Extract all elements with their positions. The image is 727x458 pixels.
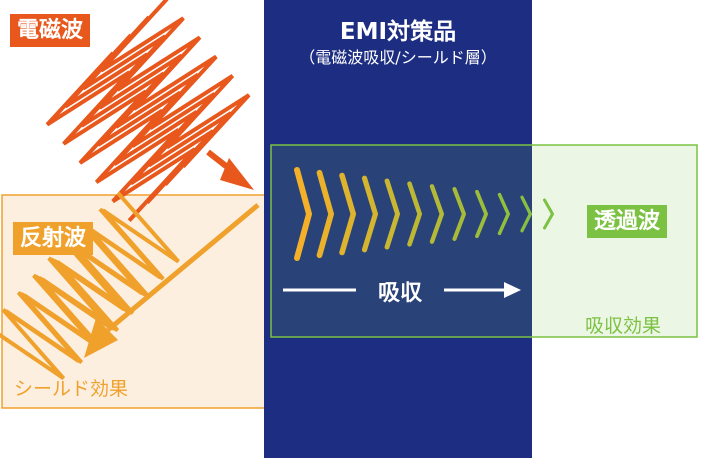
absorbed-wave-chevron: [520, 195, 533, 233]
reflected-wave-arrowhead: [84, 318, 118, 358]
incoming-wave-tag: 電磁波: [10, 14, 91, 47]
absorption-arrowhead: [504, 282, 521, 298]
emi-material-panel: [264, 0, 532, 458]
absorbed-wave-chevron: [407, 181, 422, 247]
absorbed-wave-chevron: [361, 175, 379, 253]
transmitted-wave-tag: 透過波: [587, 205, 668, 238]
incoming-wave-arrowhead: [220, 158, 254, 190]
absorbed-wave-chevron: [339, 172, 357, 256]
incoming-wave-line: [45, 51, 197, 222]
absorbed-wave-chevron: [294, 167, 312, 261]
shield-effect-label: シールド効果: [14, 378, 129, 400]
reflected-wave-tag: 反射波: [13, 222, 94, 255]
absorbed-wave-chevron: [497, 192, 510, 236]
emi-subtitle: （電磁波吸収/シールド層）: [299, 48, 497, 67]
reflected-wave-arrow: [106, 203, 260, 332]
absorption-effect-label: 吸収効果: [585, 315, 662, 337]
absorbed-wave-chevrons: [294, 167, 554, 261]
absorbed-wave-chevron: [543, 198, 554, 230]
emi-title: EMI対策品: [339, 19, 457, 45]
incoming-wave-line: [81, 15, 233, 186]
absorbed-wave-chevron: [475, 189, 488, 239]
absorption-effect-panel: [270, 144, 698, 338]
incoming-wave-line: [63, 33, 215, 204]
absorbed-wave-chevron: [316, 169, 334, 259]
absorption-label: 吸収: [377, 281, 422, 306]
incoming-wave-lines: [45, 0, 251, 222]
incoming-wave-line: [99, 0, 251, 168]
absorbed-wave-chevron: [452, 187, 467, 241]
absorbed-wave-chevron: [429, 184, 445, 244]
absorbed-wave-chevron: [384, 178, 400, 250]
